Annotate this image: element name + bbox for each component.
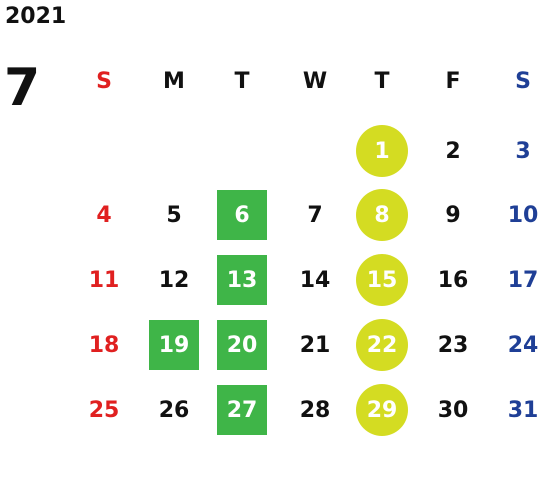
weekday-header: M [163,68,185,94]
day-cell[interactable]: 12 [158,267,190,293]
day-cell[interactable]: 8 [374,202,390,228]
day-highlight-square [217,385,267,435]
day-cell[interactable]: 29 [366,397,398,423]
calendar-year: 2021 [5,4,67,29]
day-cell[interactable]: 5 [166,202,182,228]
day-highlight-circle [356,189,408,241]
day-highlight-square [149,320,199,370]
day-cell[interactable]: 22 [366,332,398,358]
day-cell[interactable]: 3 [515,138,531,164]
day-cell[interactable]: 20 [226,332,258,358]
day-cell[interactable]: 31 [507,397,539,423]
day-highlight-circle [356,125,408,177]
day-cell[interactable]: 6 [234,202,250,228]
day-highlight-circle [356,254,408,306]
day-cell[interactable]: 16 [437,267,469,293]
day-cell[interactable]: 4 [96,202,112,228]
day-cell[interactable]: 30 [437,397,469,423]
day-cell[interactable]: 25 [88,397,120,423]
day-cell[interactable]: 21 [299,332,331,358]
day-cell[interactable]: 15 [366,267,398,293]
day-highlight-circle [356,319,408,371]
day-cell[interactable]: 17 [507,267,539,293]
day-cell[interactable]: 13 [226,267,258,293]
day-cell[interactable]: 14 [299,267,331,293]
weekday-header: T [374,68,390,94]
day-cell[interactable]: 7 [307,202,323,228]
weekday-header: W [302,68,328,94]
day-cell[interactable]: 24 [507,332,539,358]
day-cell[interactable]: 23 [437,332,469,358]
day-cell[interactable]: 27 [226,397,258,423]
day-highlight-square [217,255,267,305]
weekday-header: S [96,68,112,94]
day-cell[interactable]: 18 [88,332,120,358]
day-highlight-square [217,320,267,370]
weekday-header: T [234,68,250,94]
day-cell[interactable]: 26 [158,397,190,423]
day-highlight-circle [356,384,408,436]
day-cell[interactable]: 10 [507,202,539,228]
day-cell[interactable]: 9 [445,202,461,228]
day-cell[interactable]: 1 [374,138,390,164]
day-highlight-square [217,190,267,240]
day-cell[interactable]: 19 [158,332,190,358]
day-cell[interactable]: 11 [88,267,120,293]
day-cell[interactable]: 2 [445,138,461,164]
calendar-month: 7 [4,58,41,118]
day-cell[interactable]: 28 [299,397,331,423]
weekday-header: S [515,68,531,94]
weekday-header: F [445,68,461,94]
